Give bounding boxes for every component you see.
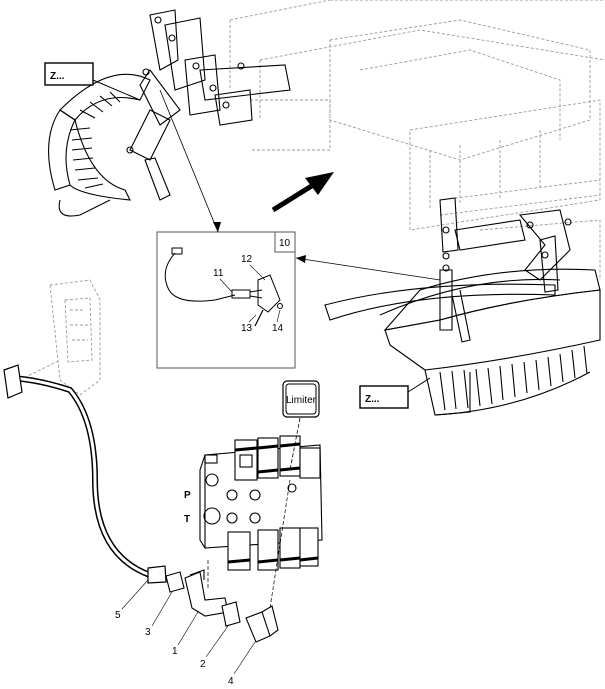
port-label-t: T [184,514,190,525]
part-callouts: 1 2 3 4 5 [115,579,256,687]
callout-14: 14 [272,323,284,334]
callout-2: 2 [200,659,206,670]
callout-13: 13 [241,323,253,334]
limiter-button-label: Limiter [286,395,317,406]
callout-1: 1 [172,646,178,657]
callout-11: 11 [213,268,224,279]
zoom-label-top-text: Z... [50,71,65,82]
detail-box-number: 10 [279,238,291,249]
callout-3: 3 [145,627,151,638]
direction-arrow [271,172,334,213]
detail-box: 10 11 12 13 14 [156,89,441,369]
upper-control-assembly [48,9,291,217]
callout-12: 12 [241,254,253,265]
limiter-button: Limiter [282,380,320,471]
zoom-label-bottom-text: Z... [365,394,380,405]
port-label-p: P [184,490,191,501]
callout-5: 5 [115,610,121,621]
hose-fittings [165,479,291,643]
background-frame [229,0,605,280]
zoom-label-bottom: Z... [359,377,431,409]
lower-guide-assembly [324,197,601,416]
control-valve-block [199,435,323,571]
callout-4: 4 [228,676,234,687]
zoom-label-top: Z... [44,62,141,101]
hydraulic-hose [3,364,167,584]
